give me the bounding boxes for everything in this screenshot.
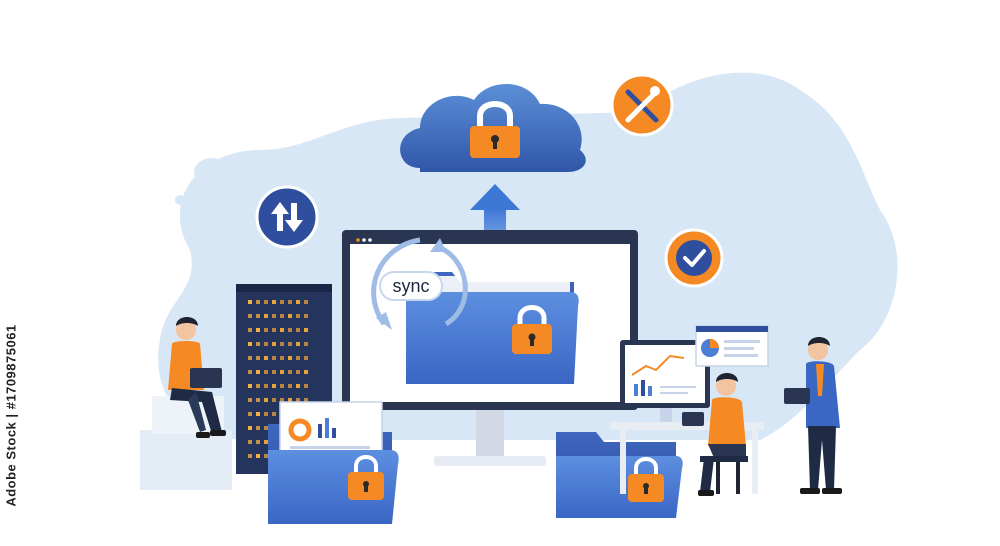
server-led	[296, 398, 300, 402]
server-led	[264, 300, 268, 304]
server-led	[288, 398, 292, 402]
server-led	[264, 356, 268, 360]
server-led	[256, 300, 260, 304]
wrench-screwdriver-icon	[610, 73, 674, 137]
server-led	[272, 412, 276, 416]
server-led	[256, 454, 260, 458]
server-led	[304, 342, 308, 346]
server-led	[264, 454, 268, 458]
server-led	[248, 370, 252, 374]
server-led	[248, 426, 252, 430]
up-down-arrows-icon	[255, 185, 319, 249]
server-led	[280, 370, 284, 374]
server-led	[264, 328, 268, 332]
server-led	[304, 384, 308, 388]
server-led	[264, 426, 268, 430]
server-led	[304, 398, 308, 402]
checkmark-icon	[664, 228, 724, 288]
folder-padlock-icon	[512, 305, 552, 354]
server-led	[288, 356, 292, 360]
server-led	[280, 342, 284, 346]
sync-label-pill	[379, 271, 443, 301]
server-led	[272, 300, 276, 304]
server-led	[248, 398, 252, 402]
server-led	[296, 356, 300, 360]
server-led	[264, 398, 268, 402]
server-led	[280, 356, 284, 360]
server-led	[296, 300, 300, 304]
server-led	[304, 328, 308, 332]
server-led	[256, 314, 260, 318]
folder-icon-bottom	[556, 432, 683, 518]
server-led	[248, 300, 252, 304]
cloud-padlock-icon	[470, 101, 520, 158]
server-led	[264, 314, 268, 318]
server-led	[280, 328, 284, 332]
server-led	[280, 300, 284, 304]
server-led	[256, 426, 260, 430]
server-led	[288, 342, 292, 346]
server-led	[288, 328, 292, 332]
server-led	[256, 398, 260, 402]
server-led	[264, 370, 268, 374]
server-led	[272, 328, 276, 332]
server-led	[264, 342, 268, 346]
server-led	[256, 356, 260, 360]
server-led	[304, 370, 308, 374]
server-led	[256, 370, 260, 374]
server-led	[248, 328, 252, 332]
dashboard-monitor	[620, 340, 710, 422]
server-led	[272, 314, 276, 318]
server-led	[296, 342, 300, 346]
server-led	[296, 314, 300, 318]
floating-chart-card	[695, 325, 769, 367]
server-led	[304, 300, 308, 304]
sync-label: sync	[392, 276, 429, 296]
server-led	[288, 384, 292, 388]
person-standing-with-laptop	[784, 337, 842, 494]
server-led	[280, 314, 284, 318]
server-led	[264, 384, 268, 388]
server-led	[288, 370, 292, 374]
server-led	[272, 370, 276, 374]
server-led	[272, 398, 276, 402]
server-led	[248, 356, 252, 360]
server-led	[296, 384, 300, 388]
server-led	[256, 440, 260, 444]
server-led	[272, 342, 276, 346]
server-led	[256, 342, 260, 346]
server-led	[304, 356, 308, 360]
server-led	[248, 440, 252, 444]
server-led	[288, 314, 292, 318]
server-led	[256, 384, 260, 388]
sync-arrows-icon	[371, 237, 468, 330]
person-at-desk	[682, 373, 748, 496]
server-led	[248, 384, 252, 388]
server-led	[288, 300, 292, 304]
server-led	[304, 314, 308, 318]
server-led	[264, 412, 268, 416]
server-led	[280, 398, 284, 402]
server-led	[296, 328, 300, 332]
server-led	[256, 412, 260, 416]
person-sitting-with-laptop	[168, 317, 226, 438]
server-led	[248, 412, 252, 416]
stock-id-watermark: Adobe Stock | #1709875061	[0, 300, 22, 530]
server-led	[272, 356, 276, 360]
server-led	[272, 384, 276, 388]
folder-with-report	[268, 401, 399, 524]
server-led	[248, 314, 252, 318]
server-led	[248, 342, 252, 346]
server-led	[248, 454, 252, 458]
server-led	[296, 370, 300, 374]
box-seat	[140, 396, 232, 490]
server-led	[256, 328, 260, 332]
server-led	[264, 440, 268, 444]
stock-id-text: Adobe Stock | #1709875061	[3, 323, 19, 507]
server-led	[280, 384, 284, 388]
